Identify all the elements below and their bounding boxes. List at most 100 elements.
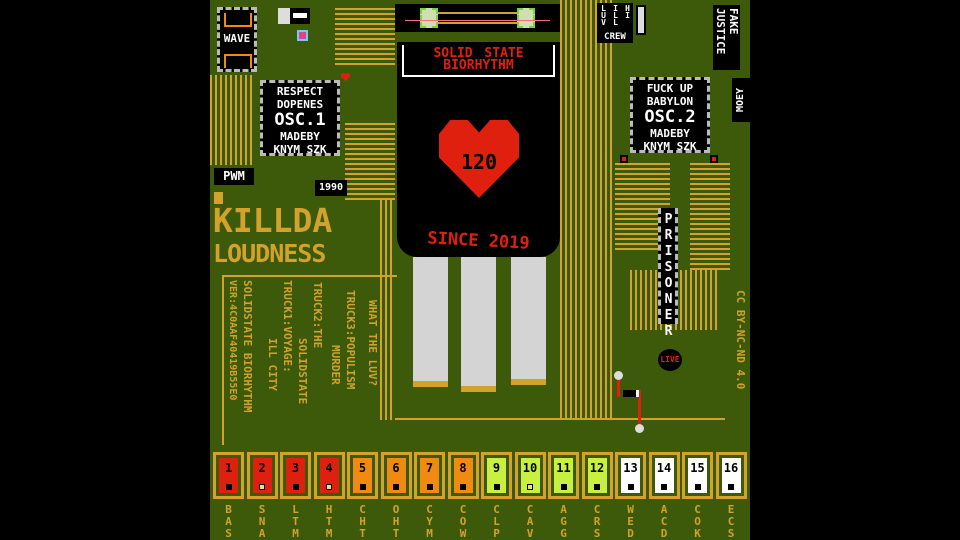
step-number: 1 (224, 461, 233, 475)
step-number: 12 (589, 461, 605, 475)
trace-group (690, 160, 730, 270)
track-text: ILL CITY (266, 338, 279, 391)
step-number: 11 (556, 461, 571, 475)
step-button-16[interactable]: 16 (715, 452, 747, 499)
step-label: ECS (724, 503, 738, 539)
osc2-name: OSC.2 (644, 107, 696, 127)
step-label: CAV (523, 503, 537, 539)
step-label: COW (456, 503, 470, 539)
step-led (426, 484, 433, 490)
step-led (460, 484, 466, 490)
step-number: 4 (325, 461, 333, 475)
led (710, 155, 718, 163)
justice-text: JUSTICE (714, 8, 727, 55)
osc2-line: FUCK UP (646, 82, 694, 95)
osc1-chip[interactable]: RESPECT DOPENES OSC.1 MADEBY KNYM SZK (260, 80, 340, 156)
track-text: TRUCK2:THE (311, 282, 324, 349)
rgb-led-icon (297, 30, 308, 41)
step-button-3[interactable]: 3 (280, 452, 311, 499)
wire (638, 390, 641, 428)
track-text: SOLIDSTATE (296, 338, 309, 405)
led (620, 155, 628, 163)
step-led (728, 484, 734, 490)
fake-justice-label: FAKE JUSTICE (713, 5, 740, 70)
step-number: 14 (656, 461, 672, 475)
step-number: 16 (723, 461, 739, 475)
step-button-10[interactable]: 10 (514, 452, 546, 499)
step-label: BAS (222, 503, 235, 539)
step-label: ACD (657, 503, 671, 539)
track-text: WHAT THE LUV? (366, 300, 379, 387)
loudness-text: LOUDNESS (213, 239, 326, 268)
step-button-15[interactable]: 15 (682, 452, 713, 499)
year-label: 1990 (315, 180, 347, 196)
step-number: 6 (392, 461, 400, 475)
crew-label: CREW (604, 32, 626, 42)
step-button-6[interactable]: 6 (380, 452, 412, 499)
trace (395, 418, 725, 420)
step-button-7[interactable]: 7 (414, 452, 445, 499)
trace (222, 275, 224, 445)
bpm-display[interactable]: 120 (460, 150, 498, 174)
crew-col: LUV (599, 4, 608, 25)
step-button-9[interactable]: 9 (481, 452, 512, 499)
track-text: TRUCK3:POPULISM (344, 290, 357, 390)
osc2-chip[interactable]: FUCK UP BABYLON OSC.2 MADEBY KNYM SZK (630, 77, 710, 153)
step-button-4[interactable]: 4 (313, 452, 345, 499)
step-led (594, 484, 600, 490)
step-label: CHT (356, 503, 369, 539)
step-button-1[interactable]: 1 (213, 452, 244, 499)
osc1-line: DOPENES (276, 98, 324, 111)
osc1-line: RESPECT (276, 85, 324, 98)
solder-pad (635, 424, 644, 433)
track-text: VER:4C0AAF40419B55E0 (227, 280, 238, 401)
prisoner-chip: PRISONER (658, 208, 678, 340)
step-label: OHT (389, 503, 403, 539)
crew-col: ILL (611, 4, 620, 25)
step-label: CLP (490, 503, 503, 539)
step-button-14[interactable]: 14 (648, 452, 680, 499)
track-text: TRUCK1:VOYAGE: (281, 280, 294, 373)
trace-group (560, 0, 615, 420)
step-button-5[interactable]: 5 (347, 452, 378, 499)
step-button-8[interactable]: 8 (447, 452, 479, 499)
step-number: 15 (690, 461, 705, 475)
step-label: AGG (557, 503, 570, 539)
step-number: 7 (425, 461, 434, 475)
pwm-label: PWM (214, 168, 254, 185)
trace (222, 275, 397, 277)
step-led (359, 484, 366, 490)
osc2-line: MADEBY (650, 127, 690, 140)
track-text: SOLIDSTATE BIORHYTHM (241, 280, 254, 413)
step-led (225, 484, 232, 490)
step-button-13[interactable]: 13 (615, 452, 646, 499)
step-led (527, 484, 533, 490)
step-label: HTM (322, 503, 336, 539)
chip-leg (511, 257, 546, 385)
killda-text: KILLDA (213, 201, 333, 240)
step-number: 8 (459, 461, 467, 475)
wave-icon (224, 13, 252, 27)
slide-switch[interactable] (636, 5, 646, 35)
toggle-switch[interactable] (278, 8, 310, 24)
step-button-11[interactable]: 11 (548, 452, 579, 499)
step-led (259, 484, 265, 490)
step-button-12[interactable]: 12 (581, 452, 613, 499)
solder-pad (614, 371, 623, 380)
step-led (560, 484, 567, 490)
step-led (393, 484, 399, 490)
license-text: CC BY-NC-ND 4.0 (734, 290, 747, 390)
step-label: COK (691, 503, 704, 539)
osc1-line: MADEBY (280, 130, 320, 143)
wave-chip: WAVE (217, 7, 257, 72)
fake-text: FAKE (727, 8, 740, 35)
crew-col: HI (623, 4, 632, 18)
track-text: MURDER (329, 345, 342, 385)
trace-group (210, 75, 255, 165)
step-number: 5 (358, 461, 367, 475)
since-text: SINCE 2019 (426, 228, 531, 254)
step-led (627, 484, 634, 490)
step-button-2[interactable]: 2 (246, 452, 278, 499)
diode-icon (623, 390, 639, 397)
step-led (661, 484, 667, 490)
